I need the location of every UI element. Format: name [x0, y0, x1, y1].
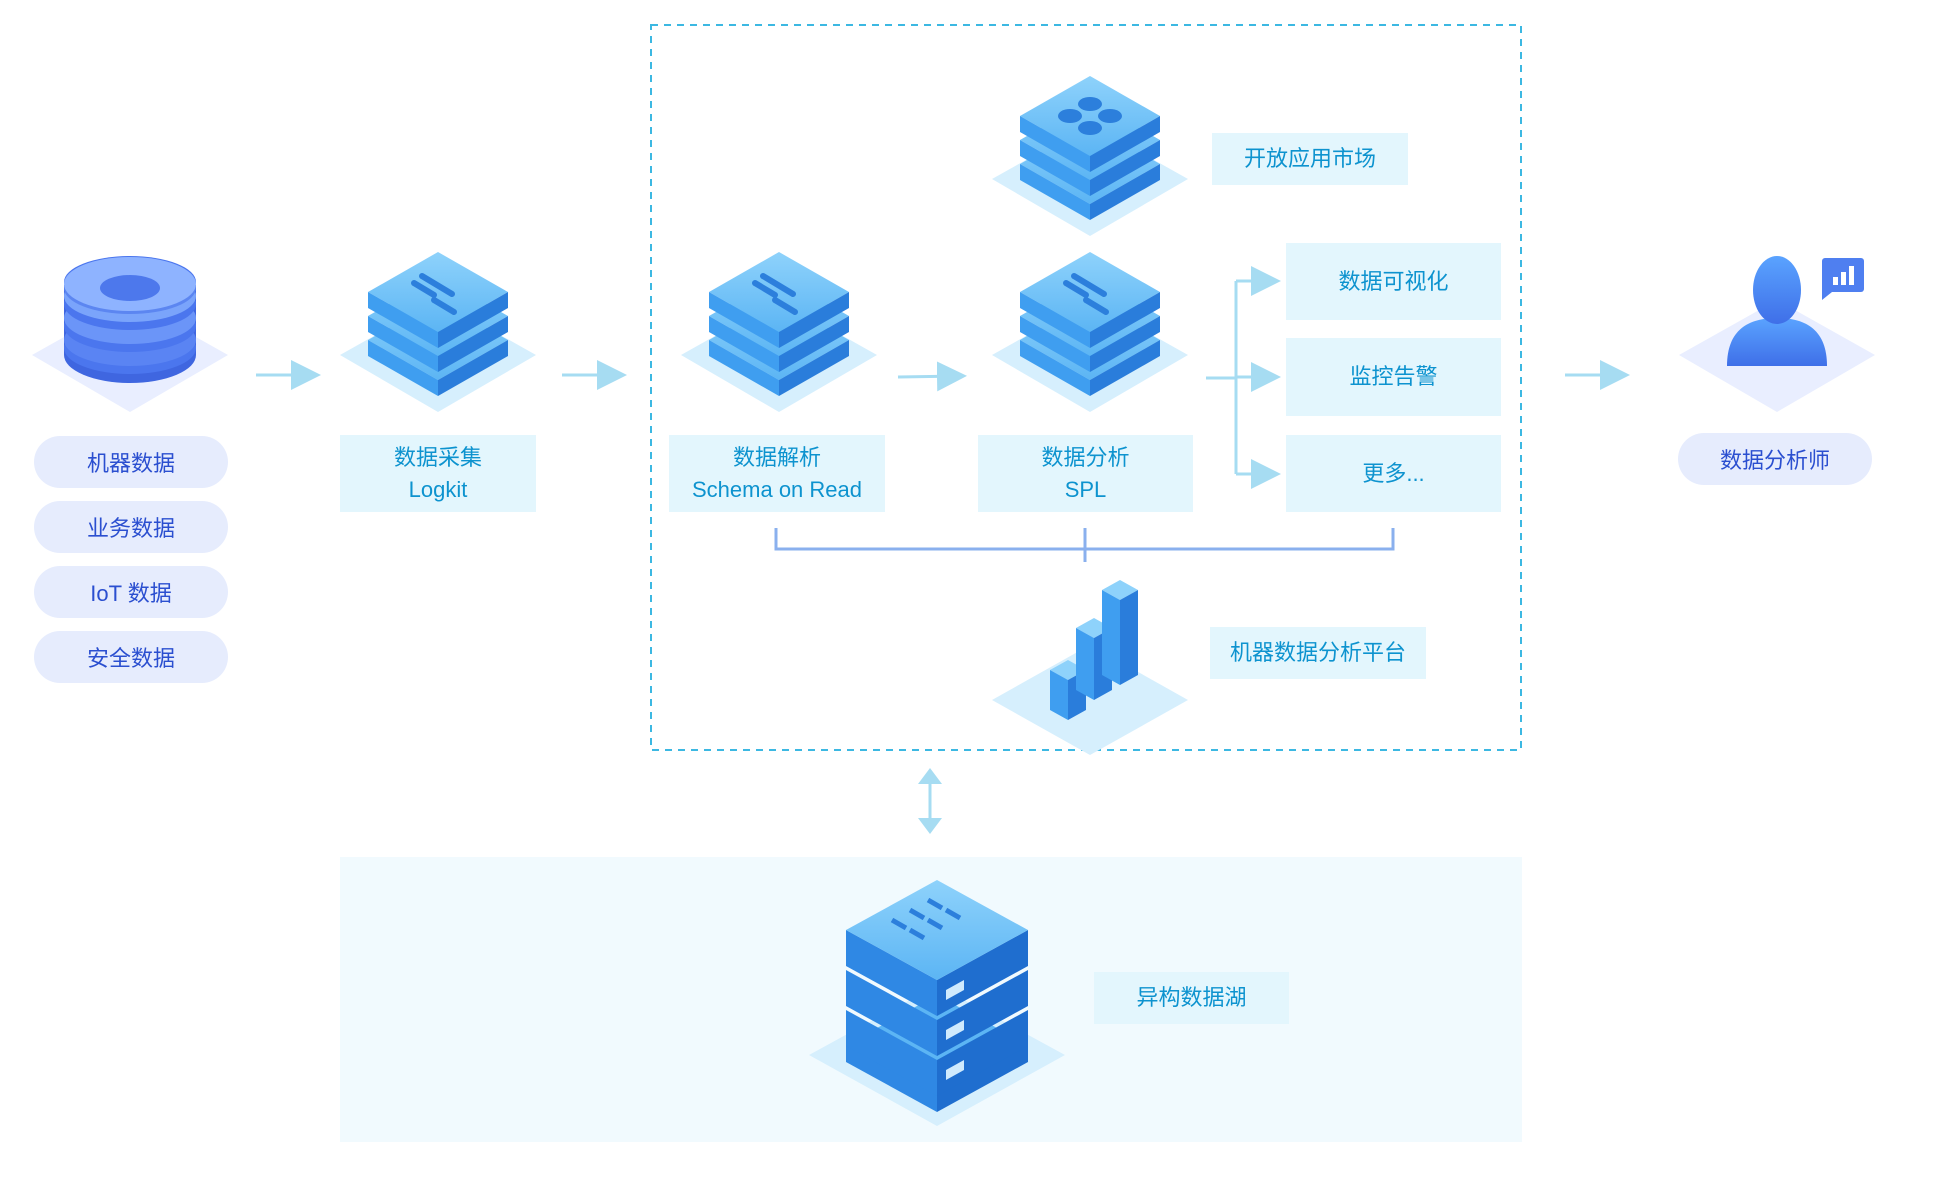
collection-subtitle: Logkit — [408, 476, 468, 502]
platform-label: 机器数据分析平台 — [1210, 627, 1426, 679]
collection-title: 数据采集 — [393, 444, 482, 470]
output-alerting: 监控告警 — [1286, 338, 1501, 416]
analysis-subtitle: SPL — [1064, 476, 1107, 502]
bar-chart-icon — [992, 580, 1188, 755]
server-stack-icon — [809, 880, 1065, 1126]
source-iot-data: IoT 数据 — [34, 566, 228, 618]
data-lake-label: 异构数据湖 — [1094, 972, 1289, 1024]
app-market-stack-icon — [992, 76, 1188, 236]
parsing-subtitle: Schema on Read — [692, 476, 862, 502]
bidirectional-arrow — [918, 768, 942, 834]
app-market-label: 开放应用市场 — [1212, 133, 1408, 185]
parsing-stack-icon — [681, 252, 877, 412]
collection-stack-icon — [340, 252, 536, 412]
analysis-stack-icon — [992, 252, 1188, 412]
chart-bubble-icon — [1822, 258, 1864, 300]
parsing-title: 数据解析 — [732, 444, 821, 470]
arrow-parsing-to-analysis — [897, 361, 967, 392]
branch-connector — [1206, 281, 1238, 474]
analysis-box: 数据分析 SPL — [978, 435, 1193, 512]
analysis-title: 数据分析 — [1041, 444, 1130, 470]
parsing-box: 数据解析 Schema on Read — [669, 435, 885, 512]
output-visualization: 数据可视化 — [1286, 243, 1501, 320]
platform-bracket — [774, 528, 1395, 562]
source-business-data: 业务数据 — [34, 501, 228, 553]
output-more: 更多... — [1286, 435, 1501, 512]
analyst-avatar-icon — [1679, 256, 1875, 412]
source-security-data: 安全数据 — [34, 631, 228, 683]
analyst-label: 数据分析师 — [1678, 433, 1872, 485]
database-icon — [32, 256, 228, 412]
source-machine-data: 机器数据 — [34, 436, 228, 488]
collection-box: 数据采集 Logkit — [340, 435, 536, 512]
